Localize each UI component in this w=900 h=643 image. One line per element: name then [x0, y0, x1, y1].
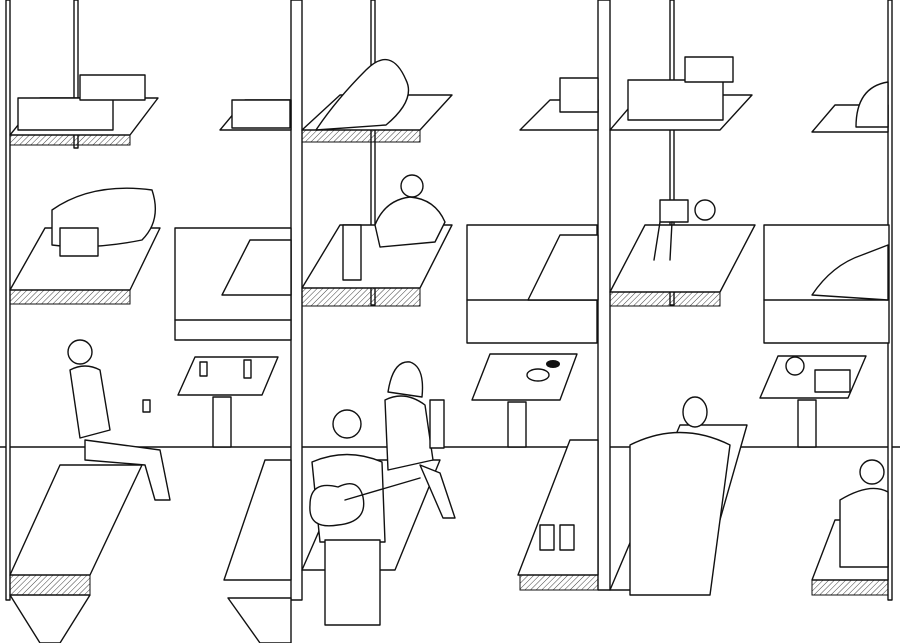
people: [67, 339, 889, 626]
seated-man-figure: [342, 174, 446, 281]
reading-figure: [653, 199, 716, 261]
lying-woman: [629, 396, 731, 596]
sitting-man-left: [67, 339, 171, 501]
feet-on-bunk: [539, 524, 575, 551]
guitar-player: [309, 409, 421, 626]
tables: [177, 353, 867, 448]
sitting-woman: [384, 361, 456, 519]
upper-shelves: [9, 56, 889, 146]
bald-man-right: [839, 459, 889, 568]
middle-bunks: [9, 174, 889, 307]
